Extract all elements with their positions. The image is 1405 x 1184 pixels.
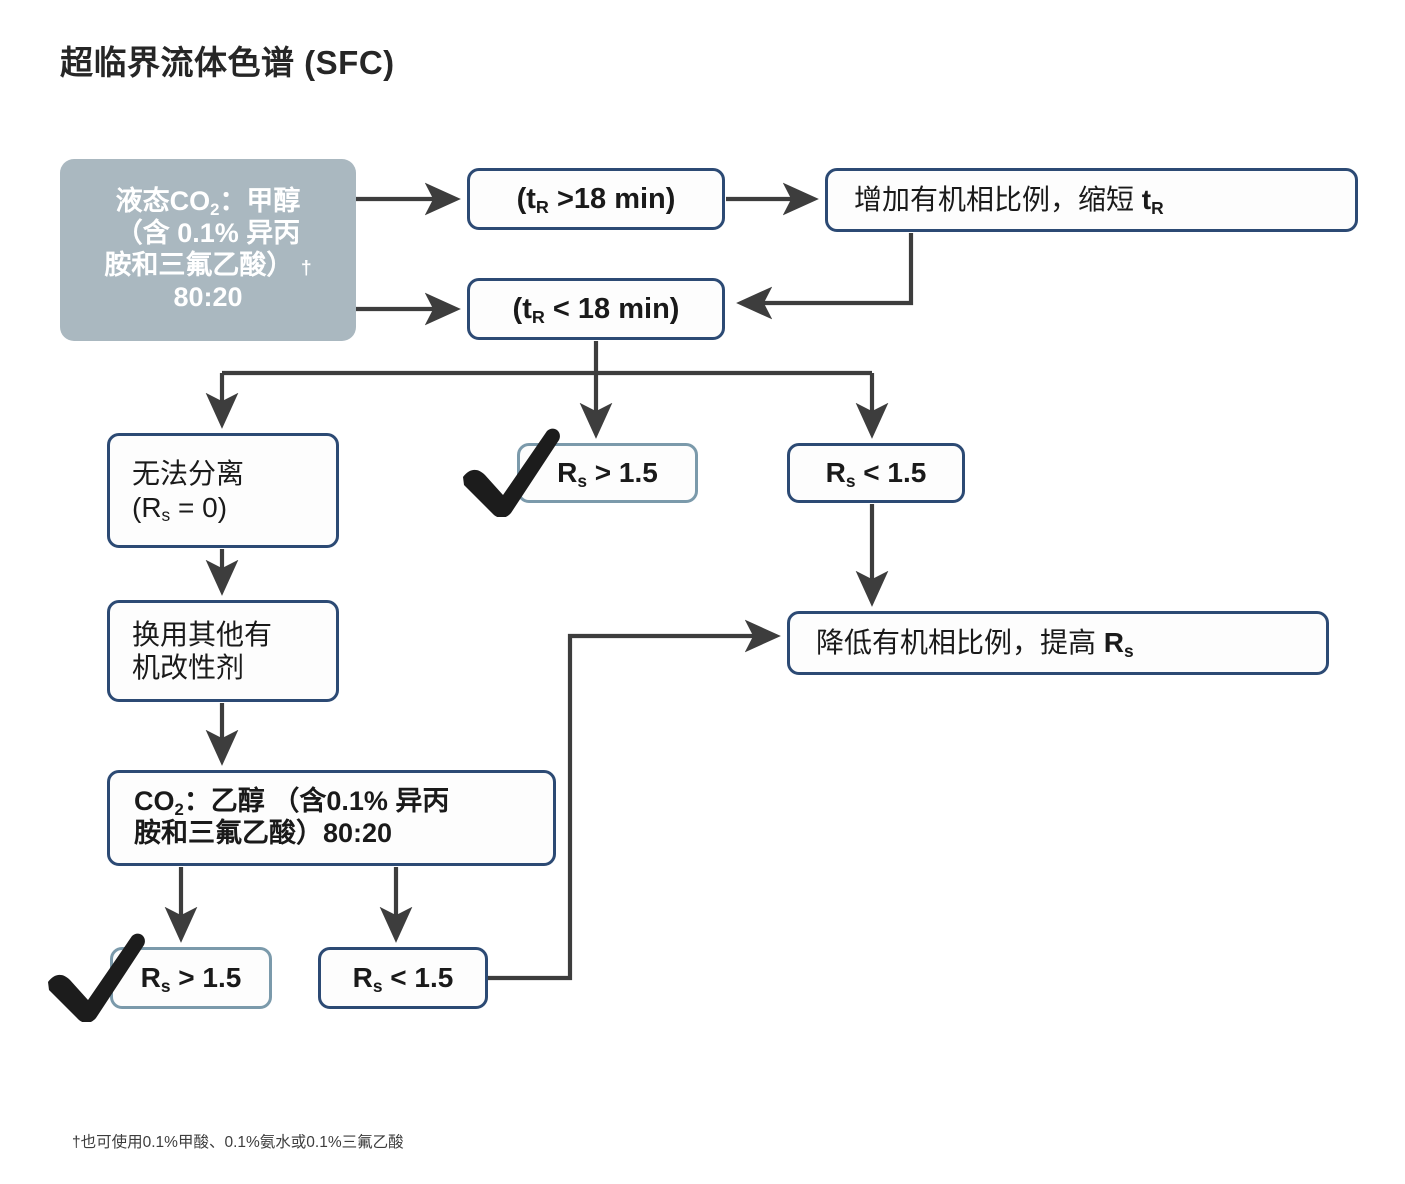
node-rs-less-1-5-bottom-text: Rs < 1.5 [352,962,454,997]
node-rs-greater-1-5-bottom-text: Rs > 1.5 [140,962,242,997]
node-increase-organic-phase-text: 增加有机相比例，缩短 tR [854,184,1164,219]
node-rs-less-1-5-top-text: Rs < 1.5 [825,457,927,492]
node-switch-organic-modifier[interactable]: 换用其他有机改性剂 [107,600,339,702]
node-rs-greater-1-5-bottom[interactable]: Rs > 1.5 [110,947,272,1009]
node-rs-greater-1-5-top[interactable]: Rs > 1.5 [517,443,698,503]
footnote: †也可使用0.1%甲酸、0.1%氨水或0.1%三氟乙酸 [72,1134,404,1151]
node-co2-ethanol-text: CO2：乙醇 （含0.1% 异丙胺和三氟乙酸）80:20 [134,786,450,848]
page-title: 超临界流体色谱 (SFC) [60,44,395,81]
node-rs-less-1-5-top[interactable]: Rs < 1.5 [787,443,965,503]
node-start-mobile-phase[interactable]: 液态CO2：甲醇（含 0.1% 异丙胺和三氟乙酸） †80:20 [60,159,356,341]
node-co2-ethanol[interactable]: CO2：乙醇 （含0.1% 异丙胺和三氟乙酸）80:20 [107,770,556,866]
node-start-text: 液态CO2：甲醇（含 0.1% 异丙胺和三氟乙酸） †80:20 [104,186,312,312]
node-increase-organic-phase[interactable]: 增加有机相比例，缩短 tR [825,168,1358,232]
node-no-separation-text: 无法分离(Rs = 0) [132,458,245,526]
edge-increase-feedback [736,233,914,320]
node-rs-greater-1-5-top-text: Rs > 1.5 [557,457,658,492]
node-tr-greater-18-text: (tR >18 min) [516,182,676,217]
node-tr-greater-18[interactable]: (tR >18 min) [467,168,725,230]
node-rs-less-1-5-bottom[interactable]: Rs < 1.5 [318,947,488,1009]
node-tr-less-18-text: (tR < 18 min) [512,292,680,327]
node-decrease-organic-phase[interactable]: 降低有机相比例，提高 Rs [787,611,1329,675]
node-tr-less-18[interactable]: (tR < 18 min) [467,278,725,340]
node-no-separation[interactable]: 无法分离(Rs = 0) [107,433,339,548]
edge-tr-lt-bus [222,341,872,376]
node-switch-organic-modifier-text: 换用其他有机改性剂 [132,618,273,683]
node-decrease-organic-phase-text: 降低有机相比例，提高 Rs [816,627,1134,662]
